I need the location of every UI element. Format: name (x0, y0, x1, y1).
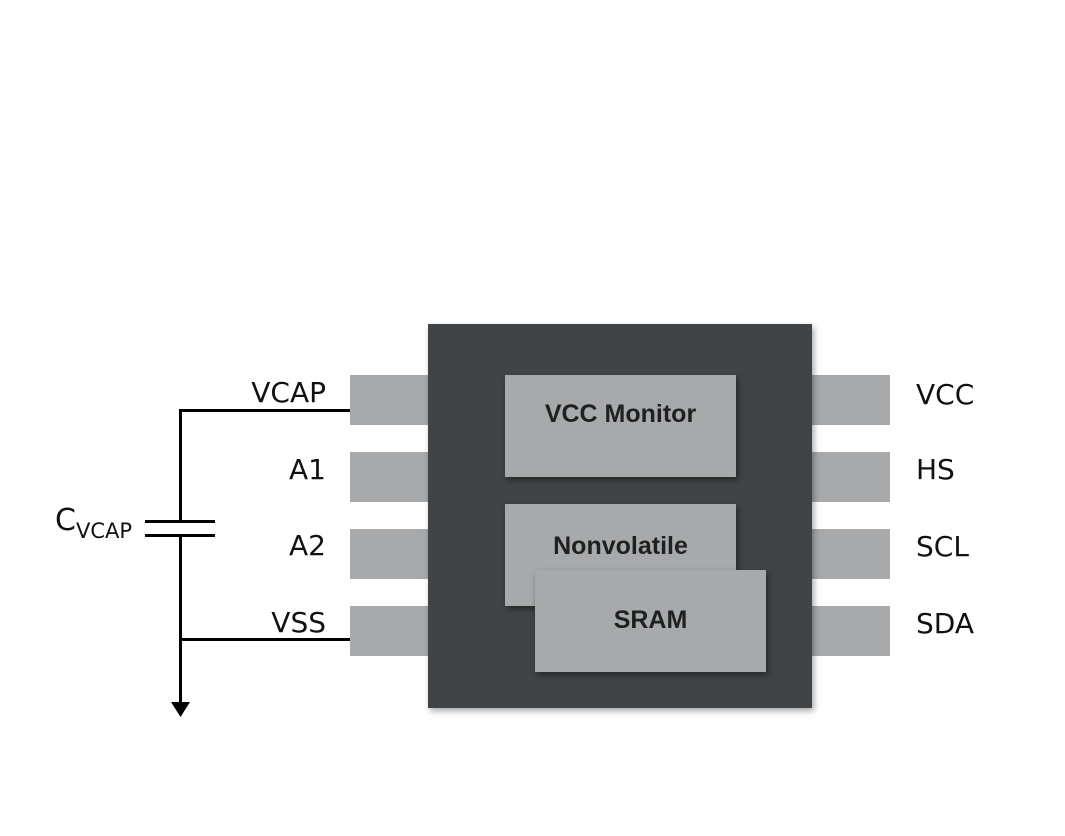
pin-label-hs: HS (916, 453, 955, 486)
pin-label-a1: A1 (289, 453, 326, 486)
nonvolatile-label: Nonvolatile (553, 532, 688, 560)
pin-vcap (350, 375, 428, 425)
vcc-monitor-block: VCC Monitor (505, 375, 736, 477)
pin-vss (350, 606, 428, 656)
sram-block: SRAM (535, 570, 766, 672)
pin-a2 (350, 529, 428, 579)
pin-a1 (350, 452, 428, 502)
pin-label-vss: VSS (271, 606, 326, 639)
vcap-wire-vertical (179, 409, 182, 521)
pin-scl (812, 529, 890, 579)
pin-label-a2: A2 (289, 529, 326, 562)
pin-sda (812, 606, 890, 656)
capacitor-plate-top (145, 520, 215, 523)
vss-wire-horizontal (179, 638, 350, 641)
pin-label-scl: SCL (916, 530, 969, 563)
capacitor-label-sub: VCAP (75, 519, 133, 543)
vcc-monitor-label: VCC Monitor (544, 400, 697, 428)
capacitor-label: CVCAP (55, 503, 132, 542)
pin-label-sda: SDA (916, 607, 974, 640)
pin-label-vcc: VCC (916, 378, 975, 411)
pin-label-vcap: VCAP (251, 376, 326, 409)
sram-label: SRAM (613, 606, 688, 634)
ground-arrow-icon (171, 702, 190, 717)
pin-hs (812, 452, 890, 502)
pin-vcc (812, 375, 890, 425)
ground-wire-vertical (179, 535, 182, 705)
capacitor-label-main: C (55, 503, 76, 538)
vcap-wire-horizontal (179, 409, 350, 412)
